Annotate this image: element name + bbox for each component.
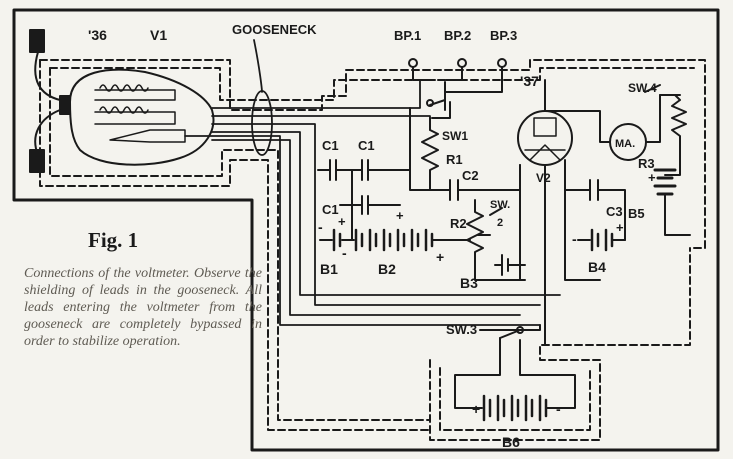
label-tube1: '36	[88, 27, 107, 43]
c3-b4-section	[564, 179, 626, 252]
label-c1a: C1	[322, 138, 339, 153]
label-sw1: SW1	[442, 129, 468, 143]
sw3-b6-section	[454, 324, 576, 422]
label-sw2-bot: 2	[497, 217, 503, 229]
polarity-marks: - + - + + - + + + -	[318, 170, 656, 417]
label-bp3: BP.3	[490, 28, 517, 43]
figure-caption: Connections of the voltmeter. Observe th…	[24, 266, 262, 349]
r1-c2-network	[409, 107, 521, 201]
label-b3: B3	[460, 275, 478, 291]
label-v2: V2	[536, 171, 551, 185]
label-ma: MA.	[615, 138, 635, 150]
label-c3: C3	[606, 204, 623, 219]
svg-text:+: +	[648, 170, 656, 185]
meter-section	[544, 84, 691, 236]
label-r1: R1	[446, 152, 463, 167]
label-tube2: '37	[520, 73, 539, 89]
figure-title: Fig. 1	[88, 228, 139, 252]
label-b1: B1	[320, 261, 338, 277]
svg-text:-: -	[572, 231, 577, 247]
component-labels: '36 V1 GOOSENECK BP.1 BP.2 BP.3 '37 SW.4…	[88, 22, 657, 450]
label-sw2-top: SW.	[490, 199, 510, 211]
label-sw4: SW.4	[628, 81, 657, 95]
binding-posts	[408, 58, 507, 93]
svg-text:-: -	[342, 245, 347, 261]
svg-text:+: +	[396, 208, 404, 223]
svg-text:-: -	[318, 219, 323, 235]
label-c1b: C1	[358, 138, 375, 153]
svg-text:-: -	[556, 401, 561, 417]
label-sw3: SW.3	[446, 322, 477, 337]
label-b5: B5	[628, 206, 645, 221]
r2-potentiometer	[466, 199, 526, 281]
svg-text:+: +	[338, 214, 346, 229]
tube-v2	[517, 79, 601, 346]
label-b6: B6	[502, 434, 520, 450]
c1-capacitors	[317, 159, 411, 241]
b1-b2-batteries	[319, 228, 471, 252]
probe-clips	[29, 29, 61, 173]
outer-frame	[12, 8, 720, 452]
label-r2: R2	[450, 216, 467, 231]
label-c2: C2	[462, 168, 479, 183]
svg-text:+: +	[436, 249, 444, 265]
label-gooseneck: GOOSENECK	[232, 22, 317, 37]
label-bp1: BP.1	[394, 28, 421, 43]
v1-shield	[39, 59, 706, 441]
sw1-switch	[426, 81, 451, 119]
label-v1: V1	[150, 27, 167, 43]
label-b4: B4	[588, 259, 606, 275]
label-b2: B2	[378, 261, 396, 277]
label-c1c: C1	[322, 202, 339, 217]
label-r3: R3	[638, 156, 655, 171]
svg-text:+: +	[616, 220, 624, 235]
svg-text:+: +	[472, 401, 480, 417]
label-bp2: BP.2	[444, 28, 471, 43]
tube-v1	[59, 68, 215, 166]
